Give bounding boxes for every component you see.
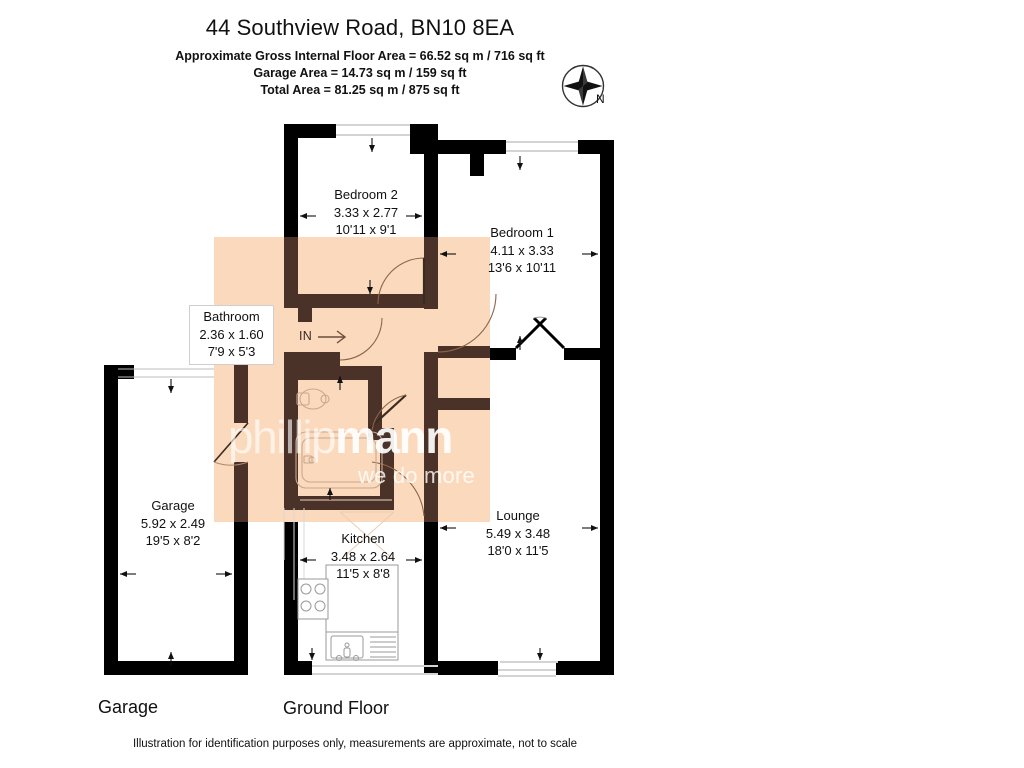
door-swings bbox=[213, 257, 497, 517]
kitchen-fixtures bbox=[297, 564, 399, 661]
floor-title-garage: Garage bbox=[98, 697, 159, 717]
header: 44 Southview Road, BN10 8EA Approximate … bbox=[0, 14, 720, 99]
disclaimer-footnote: Illustration for identification purposes… bbox=[132, 738, 578, 750]
gross-internal-area-line: Approximate Gross Internal Floor Area = … bbox=[175, 49, 545, 63]
entrance-arrow-icon bbox=[318, 330, 347, 344]
garage-area-line: Garage Area = 14.73 sq m / 159 sq ft bbox=[253, 66, 467, 80]
total-area-line: Total Area = 81.25 sq m / 875 sq ft bbox=[260, 83, 460, 97]
shaded-walls bbox=[234, 237, 490, 522]
compass-rose-icon bbox=[561, 64, 605, 108]
dimension-arrowheads bbox=[300, 145, 598, 660]
compass-north-label: N bbox=[596, 92, 605, 106]
entrance-in-label: IN bbox=[299, 329, 313, 343]
bathroom-fixtures bbox=[295, 388, 392, 501]
page-title: 44 Southview Road, BN10 8EA bbox=[205, 15, 515, 40]
main-walls bbox=[284, 124, 614, 677]
floor-title-ground: Ground Floor bbox=[283, 698, 390, 718]
